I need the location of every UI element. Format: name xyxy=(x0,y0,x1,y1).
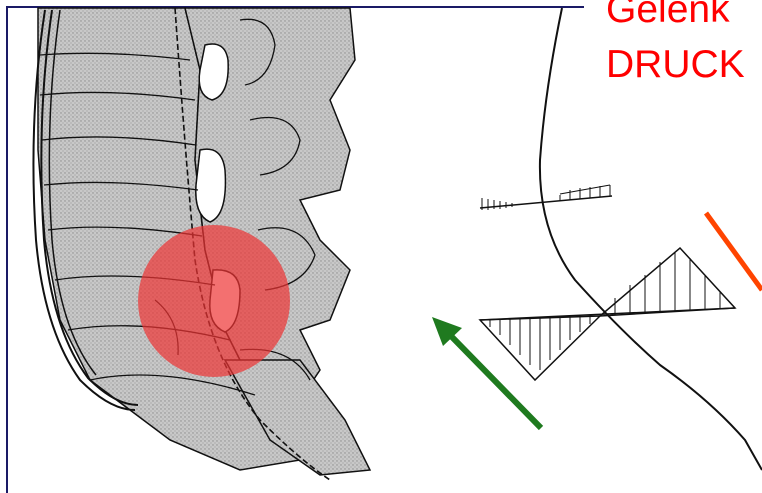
lower-force-diagram xyxy=(480,248,735,380)
joint-highlight-circle xyxy=(138,225,290,377)
orange-arrow xyxy=(706,213,762,290)
green-arrow xyxy=(432,317,541,428)
title-box: Gelenk DRUCK xyxy=(578,0,762,100)
upper-force-diagram xyxy=(480,185,612,210)
title-line-1: Gelenk xyxy=(606,0,730,29)
title-line-2: DRUCK xyxy=(606,45,745,84)
